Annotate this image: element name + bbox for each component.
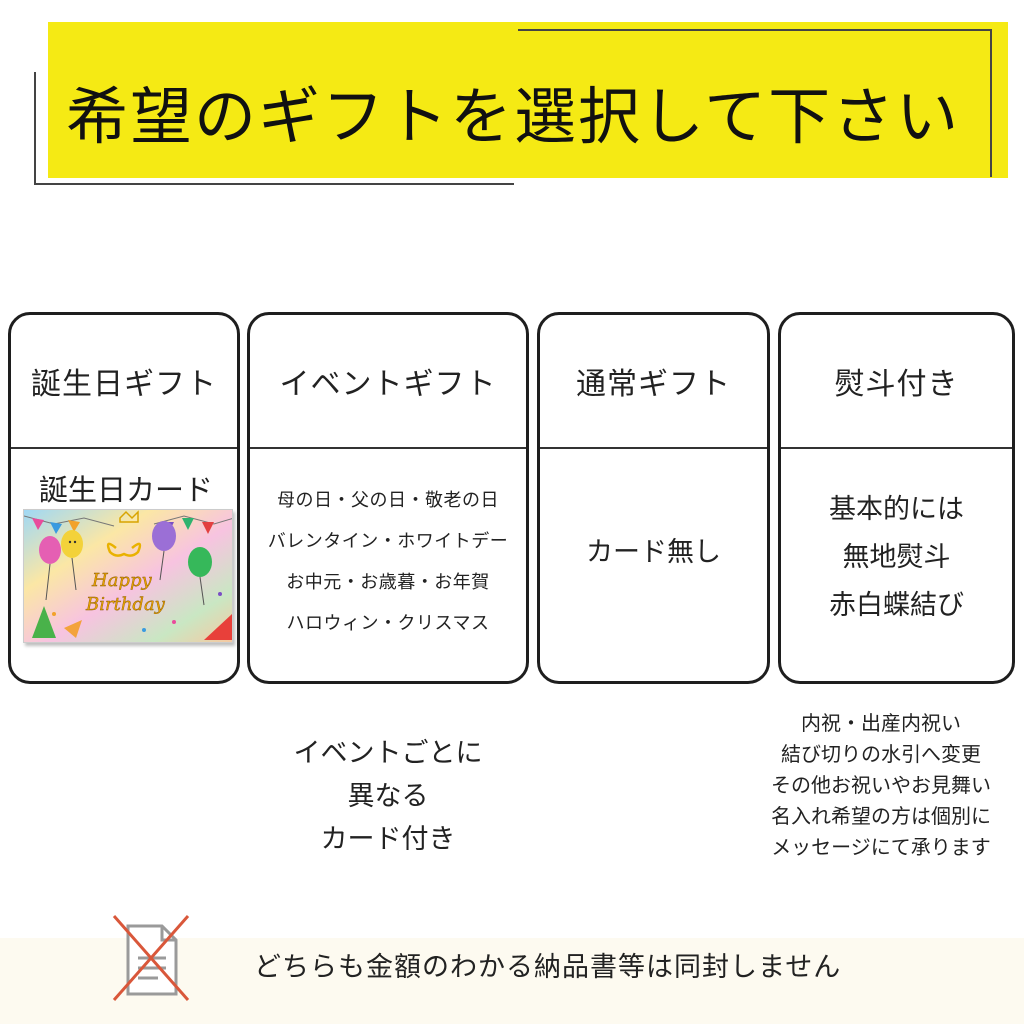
noshi-note: 内祝・出産内祝い 結び切りの水引へ変更 その他お祝いやお見舞い 名入れ希望の方は…	[736, 708, 1024, 863]
event-note-line: イベントごとに	[293, 738, 483, 769]
birthday-card-image: Happy Birthday	[23, 509, 233, 643]
frame-line-left	[34, 72, 36, 184]
svg-text:Birthday: Birthday	[85, 594, 166, 615]
option-title-birthday: 誕生日ギフト	[11, 315, 237, 449]
title-banner	[48, 22, 1008, 178]
svg-text:Happy: Happy	[91, 570, 152, 591]
option-title-regular: 通常ギフト	[540, 315, 767, 449]
page-title: 希望のギフトを選択して下さい	[66, 80, 961, 153]
noshi-note-line: メッセージにて承ります	[771, 835, 991, 859]
option-card-birthday[interactable]: 誕生日ギフト 誕生日カード	[8, 312, 240, 684]
event-occasion-list: 母の日・父の日・敬老の日 バレンタイン・ホワイトデー お中元・お歳暮・お年賀 ハ…	[250, 443, 526, 681]
frame-line-right	[990, 29, 992, 177]
option-card-noshi[interactable]: 熨斗付き 基本的には 無地熨斗 赤白蝶結び	[778, 312, 1015, 684]
event-line: バレンタイン・ホワイトデー	[267, 531, 509, 552]
frame-line-top	[518, 29, 992, 31]
footer-notice: どちらも金額のわかる納品書等は同封しません	[254, 952, 842, 983]
event-line: お中元・お歳暮・お年賀	[286, 572, 490, 593]
event-note-line: カード付き	[320, 824, 456, 855]
event-note-line: 異なる	[347, 781, 429, 812]
noshi-note-line: 結び切りの水引へ変更	[781, 742, 981, 766]
noshi-note-line: その他お祝いやお見舞い	[771, 773, 991, 797]
noshi-body: 基本的には 無地熨斗 赤白蝶結び	[781, 435, 1012, 681]
regular-line: カード無し	[586, 537, 721, 568]
frame-line-bottom	[34, 183, 514, 185]
noshi-line: 無地熨斗	[842, 542, 951, 573]
no-invoice-icon	[108, 912, 194, 1004]
option-card-regular[interactable]: 通常ギフト カード無し	[537, 312, 770, 684]
regular-body: カード無し	[540, 425, 767, 681]
option-title-event: イベントギフト	[250, 315, 526, 449]
noshi-line: 赤白蝶結び	[829, 590, 964, 621]
option-card-event[interactable]: イベントギフト 母の日・父の日・敬老の日 バレンタイン・ホワイトデー お中元・お…	[247, 312, 529, 684]
event-line: ハロウィン・クリスマス	[286, 613, 490, 634]
birthday-card-label: 誕生日カード	[38, 473, 213, 507]
birthday-card-illustration: Happy Birthday	[24, 510, 232, 642]
event-note: イベントごとに 異なる カード付き	[248, 732, 528, 861]
noshi-note-line: 名入れ希望の方は個別に	[771, 804, 991, 828]
noshi-line: 基本的には	[829, 494, 964, 525]
event-line: 母の日・父の日・敬老の日	[277, 490, 499, 511]
noshi-note-line: 内祝・出産内祝い	[801, 711, 961, 735]
option-title-noshi: 熨斗付き	[781, 315, 1012, 449]
